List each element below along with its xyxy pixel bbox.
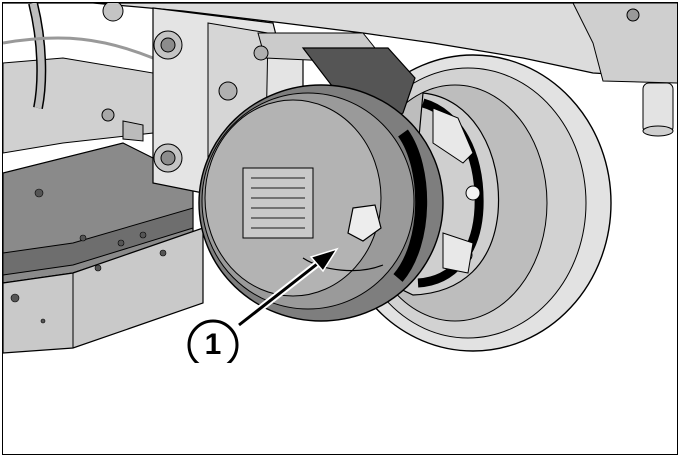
bolt-group (101, 3, 269, 173)
side-skirt (3, 142, 204, 354)
callout-circle (187, 319, 239, 363)
figure-frame: 1 (2, 2, 678, 455)
wheel-assembly-illustration: 1 (3, 3, 677, 363)
hub-motor-housing (198, 47, 444, 322)
left-frame (3, 3, 154, 154)
leader-line (236, 247, 339, 328)
